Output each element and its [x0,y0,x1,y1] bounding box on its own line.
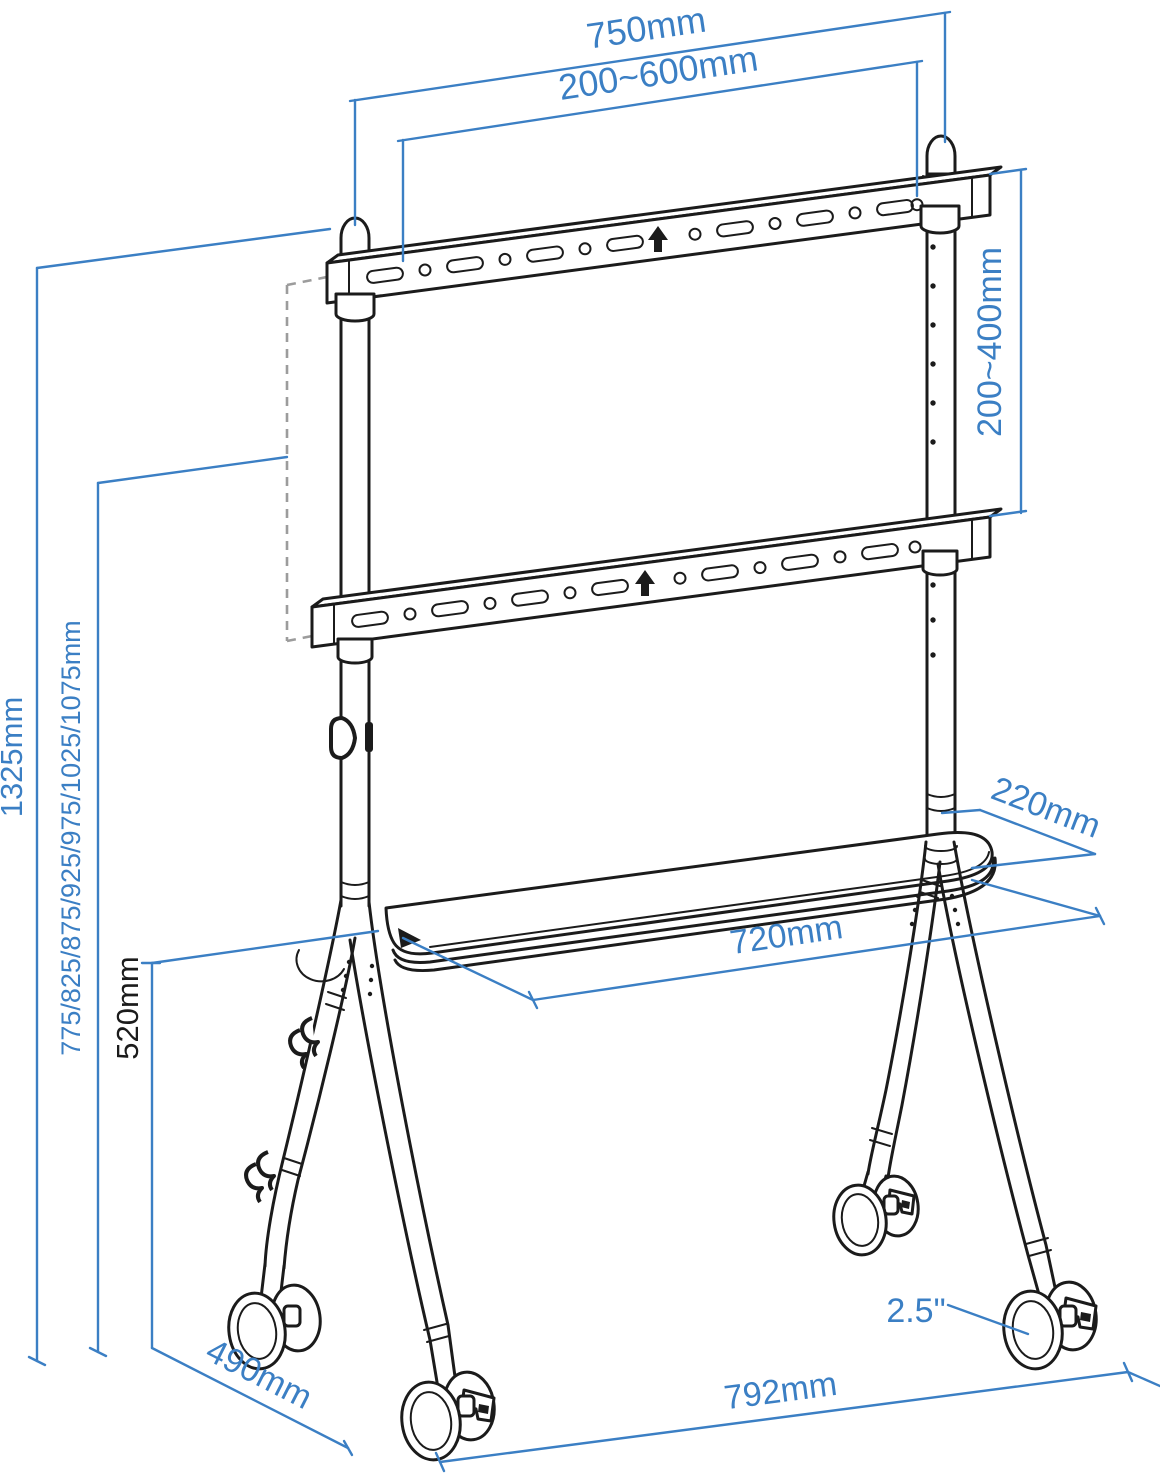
left-pole-collar [334,292,376,323]
dim-caster-size-label: 2.5" [886,1292,945,1330]
shelf-corner-bracket [398,928,421,948]
dim-overall-height-label: 1325mm [0,697,29,818]
up-arrow-icon [635,570,655,596]
right-pole-collar [919,204,961,235]
right-pole-cap [925,134,957,176]
height-adjustment-holes [930,244,936,658]
dim-vesa-height: 200~400mm [971,167,1028,518]
back-left-caster [400,1370,496,1462]
front-right-caster [832,1170,920,1257]
dim-shelf-height: 520mm [110,929,380,1350]
front-left-leg [244,898,357,1270]
top-vesa-bracket [325,165,1003,323]
storage-shelf [384,830,997,972]
cable-hooks [244,1016,320,1204]
right-pole [922,134,960,864]
left-pole-cap [339,216,371,258]
dim-vesa-width-label: 200~600mm [556,37,761,108]
back-right-leg [936,840,1058,1300]
back-right-caster [1002,1280,1098,1371]
left-pole-collar [336,637,374,665]
left-pole [329,216,374,908]
dim-shelf-width-label: 720mm [728,908,846,962]
front-right-leg [866,840,942,1180]
dim-base-width-label: 792mm [722,1365,839,1417]
dim-display-center-heights-label: 775/825/875/925/975/1025/1075mm [56,620,86,1055]
dim-base-width: 792mm [434,1361,1160,1473]
pole-strap-handle [329,716,373,760]
leg-hinge [295,949,345,983]
right-pole-collar [921,549,959,577]
dim-base-depth: 490mm [150,1332,354,1457]
middle-vesa-bracket [310,507,1003,665]
back-left-leg [348,900,458,1390]
dim-vesa-height-label: 200~400mm [971,247,1009,437]
front-left-caster [227,1262,322,1371]
dim-shelf-height-label: 520mm [110,956,145,1059]
up-arrow-icon [648,226,668,252]
bracket-slots [351,540,922,628]
dim-display-center-heights: 775/825/875/925/975/1025/1075mm [56,455,289,1358]
dim-caster-size: 2.5" [886,1292,1030,1336]
dim-overall-height: 1325mm [0,227,332,1367]
bracket-slots [366,198,924,284]
